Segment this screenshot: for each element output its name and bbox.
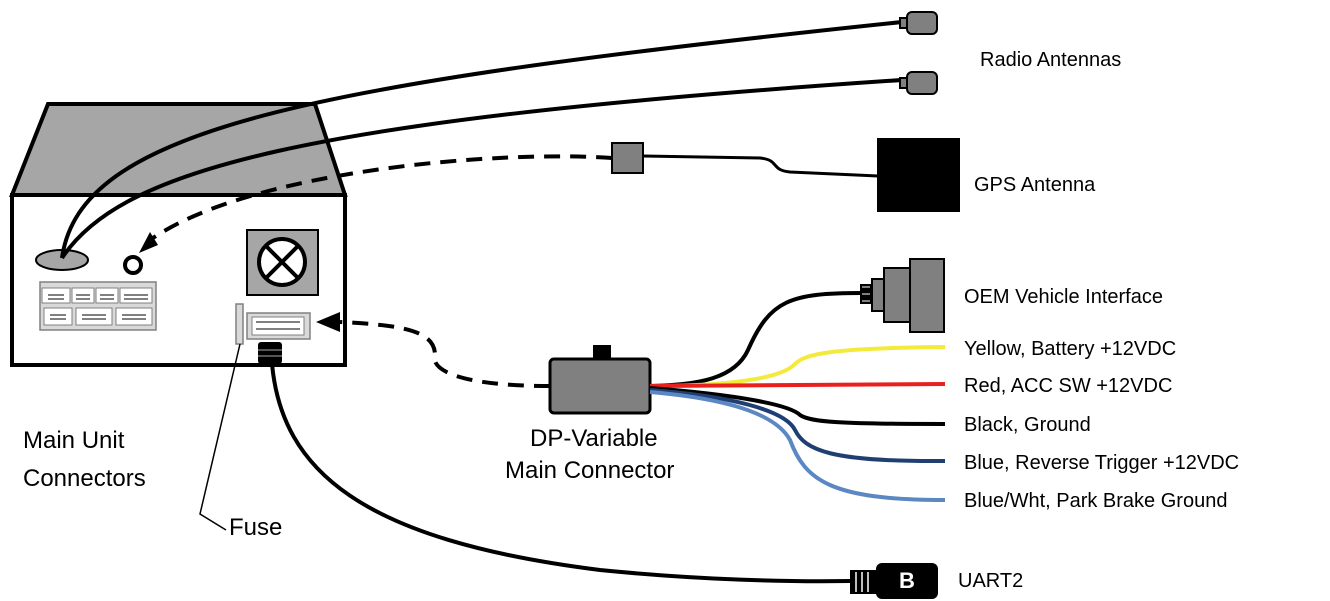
label-gps-antenna: GPS Antenna bbox=[974, 174, 1096, 196]
wire-blue-wht bbox=[649, 390, 946, 502]
label-fuse: Fuse bbox=[229, 514, 283, 541]
label-blue-wht-wire: Blue/Wht, Park Brake Ground bbox=[964, 490, 1228, 512]
label-oem-vehicle-interface: OEM Vehicle Interface bbox=[964, 286, 1163, 308]
wire-red bbox=[649, 382, 946, 388]
oem-vehicle-interface-plug bbox=[860, 258, 945, 333]
main-unit-connectors bbox=[39, 281, 157, 331]
label-blue-wire: Blue, Reverse Trigger +12VDC bbox=[964, 452, 1240, 474]
gps-port bbox=[123, 255, 143, 275]
gps-dashed-cable bbox=[148, 154, 613, 242]
main-unit-top bbox=[9, 102, 348, 197]
wire-black bbox=[649, 386, 946, 426]
gps-inline-connector bbox=[611, 142, 644, 174]
uart2-plug bbox=[850, 570, 876, 594]
radio-antenna-cable-1 bbox=[60, 20, 903, 259]
label-main-unit-line1: Main Unit bbox=[23, 427, 125, 454]
wire-blue bbox=[649, 388, 946, 464]
gps-cable bbox=[642, 154, 879, 178]
label-uart2: UART2 bbox=[958, 570, 1024, 592]
radio-antenna-cable-2 bbox=[60, 78, 903, 260]
dp-variable-connector bbox=[548, 345, 652, 415]
uart2-cable bbox=[270, 363, 851, 584]
wire-yellow bbox=[649, 345, 946, 388]
label-radio-antennas: Radio Antennas bbox=[980, 49, 1122, 71]
radio-antenna-plug-1 bbox=[899, 11, 938, 35]
label-main-unit-line2: Connectors bbox=[23, 465, 146, 492]
label-red-wire: Red, ACC SW +12VDC bbox=[964, 375, 1173, 397]
label-dp-variable-line1: DP-Variable bbox=[530, 425, 658, 452]
gps-antenna bbox=[877, 138, 960, 212]
gps-arrowhead bbox=[139, 232, 158, 253]
fuse bbox=[235, 303, 244, 345]
fuse-leader-line bbox=[199, 343, 241, 531]
label-dp-variable-line2: Main Connector bbox=[505, 457, 675, 484]
uart2-plug-letter: B bbox=[876, 563, 938, 599]
dp-dashed-cable bbox=[339, 320, 551, 388]
label-black-wire: Black, Ground bbox=[964, 414, 1091, 436]
fan-vent-icon bbox=[246, 229, 319, 296]
dp-port bbox=[246, 312, 311, 340]
radio-antenna-plug-2 bbox=[899, 71, 938, 95]
uart-grommet bbox=[258, 342, 282, 364]
wire-oem bbox=[649, 291, 863, 388]
label-yellow-wire: Yellow, Battery +12VDC bbox=[964, 338, 1177, 360]
dp-arrowhead bbox=[316, 312, 340, 332]
